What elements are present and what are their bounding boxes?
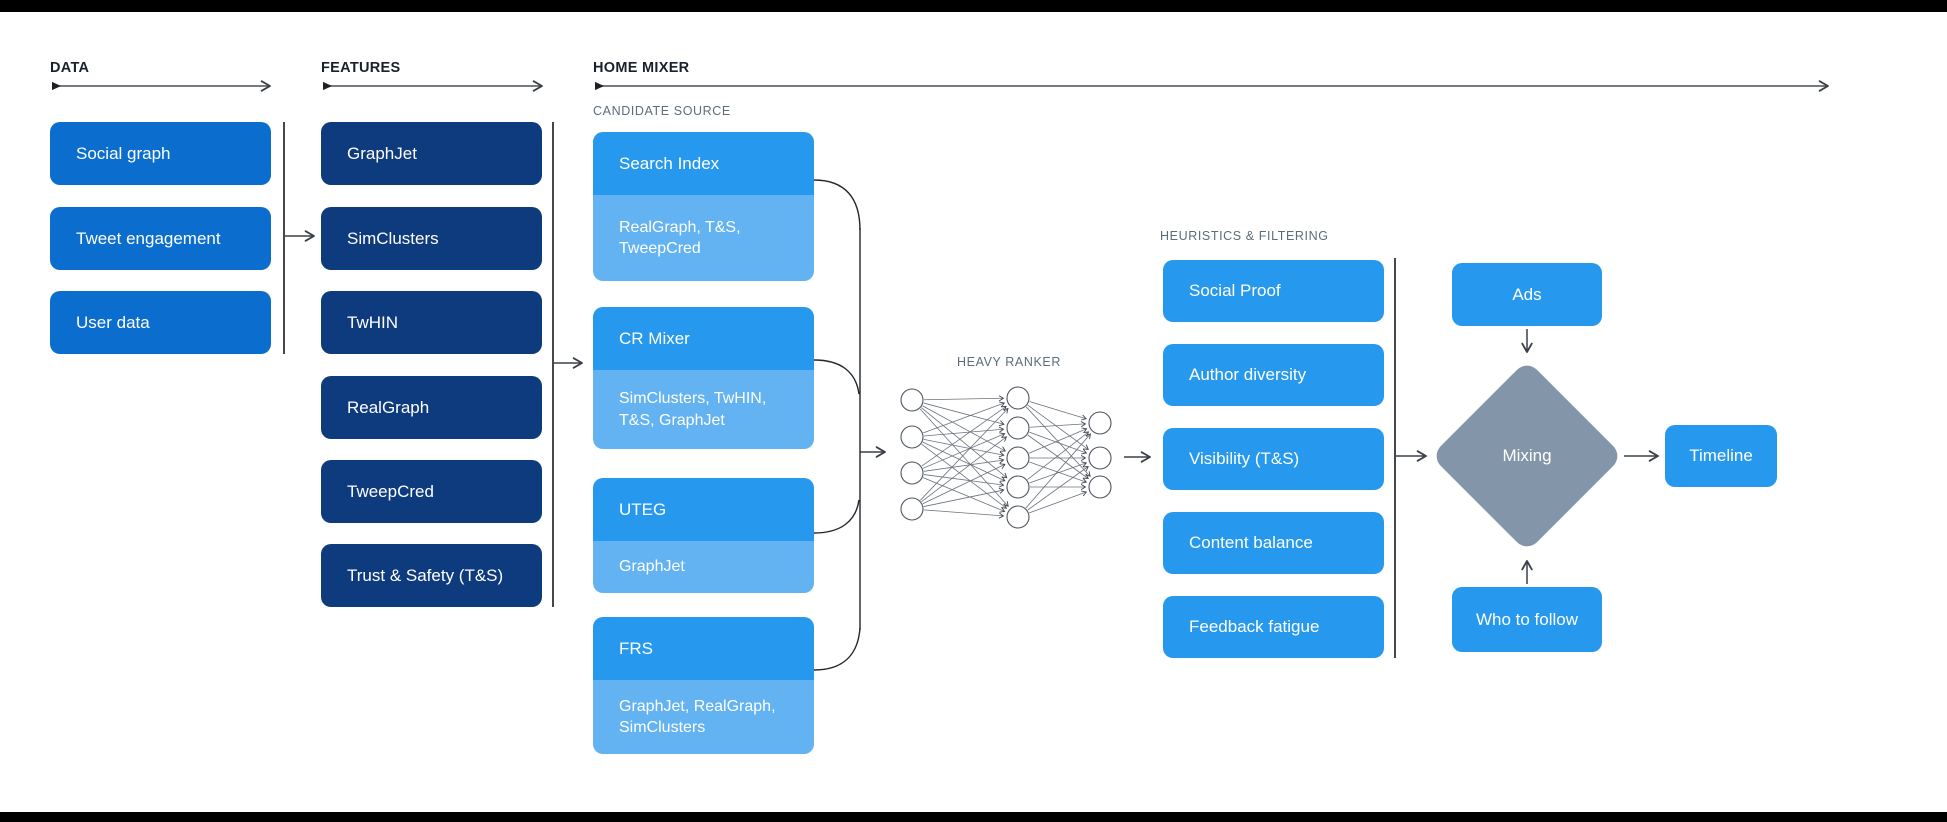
search-index-connector [813, 179, 861, 231]
candidate-sub: RealGraph, T&S, TweepCred [593, 195, 814, 281]
candidate-title: UTEG [593, 478, 814, 541]
uteg-connector [813, 499, 860, 534]
heavy-ranker-network [900, 386, 1112, 529]
candidate-group-uteg: UTEG GraphJet [593, 478, 814, 593]
cr-mixer-connector [813, 359, 860, 395]
heuristic-box-visibility: Visibility (T&S) [1163, 428, 1384, 490]
candidate-sub: GraphJet [593, 541, 814, 593]
frs-connector [813, 627, 861, 671]
mixing-diamond: Mixing [1430, 359, 1624, 553]
candidate-title: CR Mixer [593, 307, 814, 370]
candidate-title: FRS [593, 617, 814, 680]
data-box-tweet-engagement: Tweet engagement [50, 207, 271, 270]
top-black-bar [0, 0, 1947, 12]
bottom-black-bar [0, 812, 1947, 822]
features-section-label: FEATURES [321, 60, 401, 76]
ads-box: Ads [1452, 263, 1602, 326]
mixing-diamond-label: Mixing [1502, 446, 1552, 465]
feature-box-graphjet: GraphJet [321, 122, 542, 185]
data-box-user-data: User data [50, 291, 271, 354]
home-mixer-section-label: HOME MIXER [593, 60, 690, 76]
feature-box-trust-safety: Trust & Safety (T&S) [321, 544, 542, 607]
timeline-box: Timeline [1665, 425, 1777, 487]
feature-box-realgraph: RealGraph [321, 376, 542, 439]
feature-box-twhin: TwHIN [321, 291, 542, 354]
heuristic-box-feedback-fatigue: Feedback fatigue [1163, 596, 1384, 658]
heuristic-box-content-balance: Content balance [1163, 512, 1384, 574]
heuristics-label: HEURISTICS & FILTERING [1160, 229, 1329, 243]
heuristic-box-author-diversity: Author diversity [1163, 344, 1384, 406]
heuristic-box-social-proof: Social Proof [1163, 260, 1384, 322]
candidate-sub: GraphJet, RealGraph, SimClusters [593, 680, 814, 754]
candidate-group-search-index: Search Index RealGraph, T&S, TweepCred [593, 132, 814, 281]
data-box-social-graph: Social graph [50, 122, 271, 185]
who-to-follow-box: Who to follow [1452, 587, 1602, 652]
feature-box-simclusters: SimClusters [321, 207, 542, 270]
feature-box-tweepcred: TweepCred [321, 460, 542, 523]
heavy-ranker-label: HEAVY RANKER [957, 355, 1061, 369]
candidate-source-label: CANDIDATE SOURCE [593, 104, 731, 118]
candidate-sub: SimClusters, TwHIN, T&S, GraphJet [593, 370, 814, 449]
candidate-group-cr-mixer: CR Mixer SimClusters, TwHIN, T&S, GraphJ… [593, 307, 814, 449]
candidate-title: Search Index [593, 132, 814, 195]
candidate-group-frs: FRS GraphJet, RealGraph, SimClusters [593, 617, 814, 754]
data-section-label: DATA [50, 60, 90, 76]
